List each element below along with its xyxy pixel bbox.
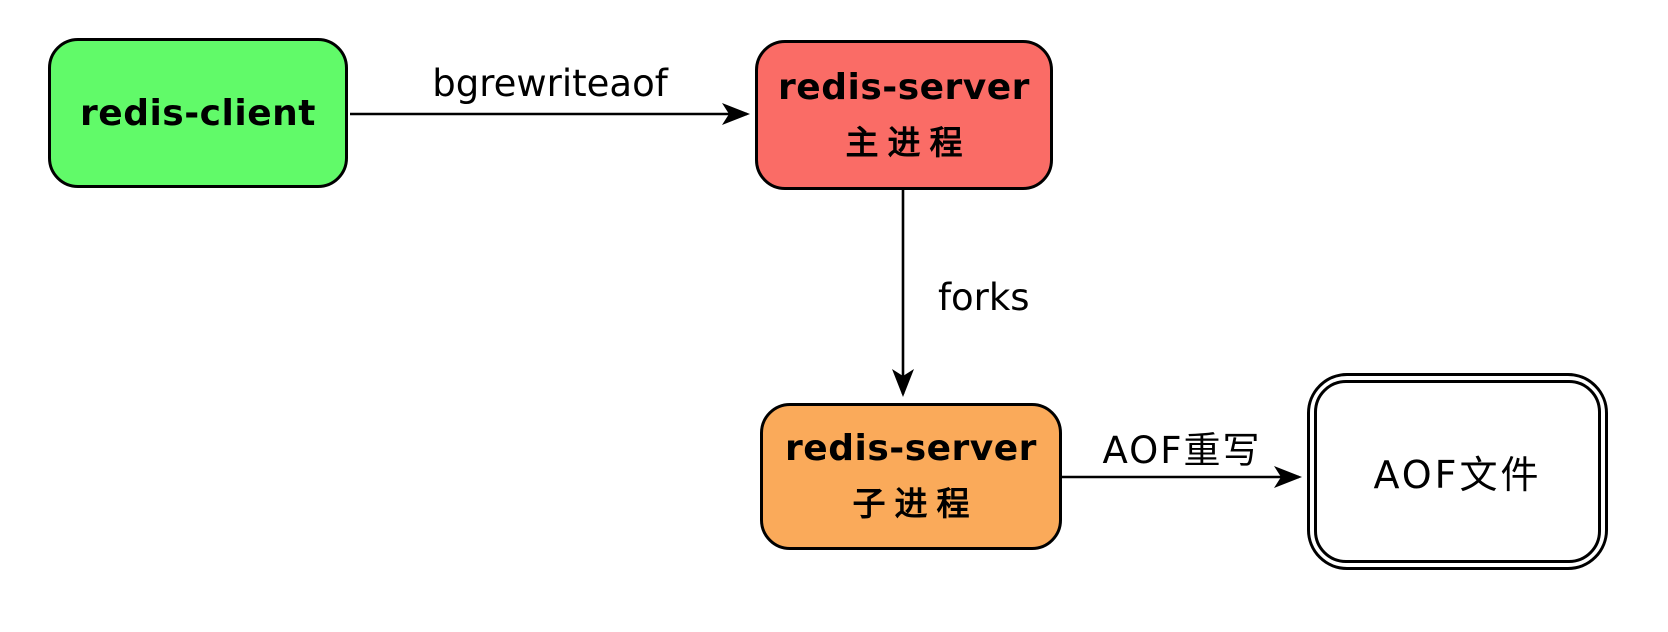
- node-redis-server-child-label: redis-server: [785, 428, 1037, 469]
- edge-label-aof-rewrite: AOF重写: [1102, 429, 1262, 472]
- node-redis-client: redis-client: [48, 38, 348, 188]
- node-aof-file-label: AOF文件: [1373, 453, 1542, 497]
- node-aof-file: AOF文件: [1307, 373, 1608, 570]
- edge-label-forks: forks: [938, 276, 1030, 319]
- edge-label-bgrewriteaof: bgrewriteaof: [432, 62, 668, 105]
- node-redis-client-label: redis-client: [80, 92, 316, 134]
- node-redis-server-main: redis-server 主进程: [755, 40, 1053, 190]
- node-redis-server-main-label: redis-server: [778, 66, 1030, 108]
- node-redis-server-main-sublabel: 主进程: [845, 122, 972, 162]
- node-redis-server-child: redis-server 子进程: [760, 403, 1062, 550]
- node-redis-server-child-sublabel: 子进程: [852, 484, 979, 523]
